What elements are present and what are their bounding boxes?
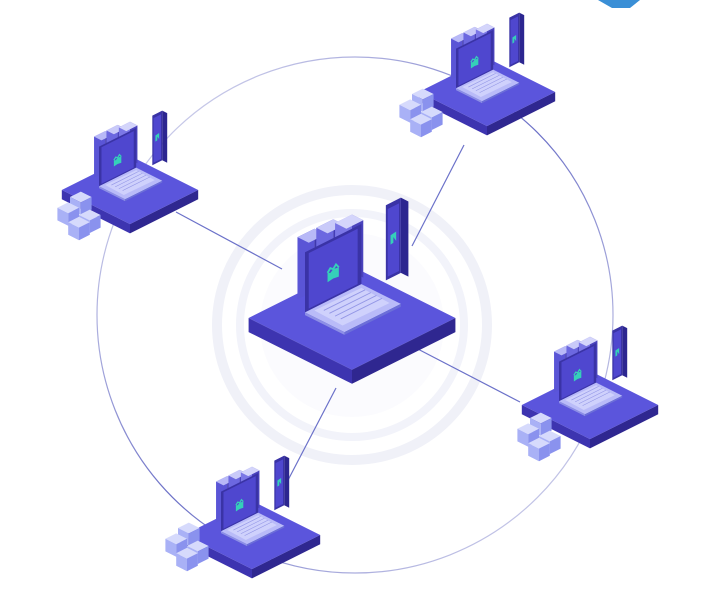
link-hub-node-top-right [411, 144, 465, 247]
network-ring [96, 56, 614, 574]
link-hub-node-bottom [285, 387, 337, 485]
link-hub-node-right [411, 345, 521, 403]
network-links [175, 144, 521, 485]
link-hub-node-left [175, 211, 283, 270]
corner-cube-fragment [598, 0, 640, 8]
